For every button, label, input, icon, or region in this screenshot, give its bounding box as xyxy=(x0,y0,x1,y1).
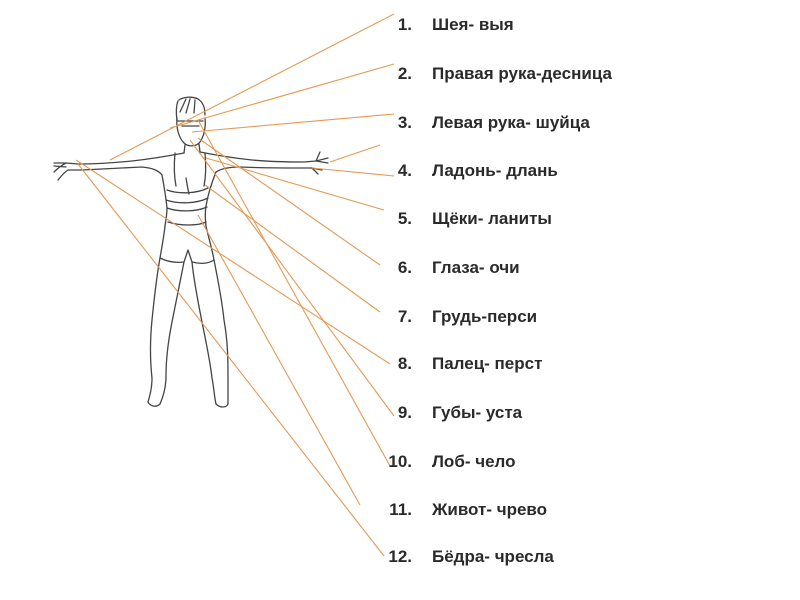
list-item: 7. Грудь-перси xyxy=(372,305,672,329)
item-text: Глаза- очи xyxy=(432,258,520,277)
connector-line xyxy=(77,163,385,557)
figure-left-hand xyxy=(311,151,329,175)
figure-neck xyxy=(183,143,201,154)
item-number: 3. xyxy=(397,113,412,132)
list-item: 10. Лоб- чело xyxy=(372,450,672,474)
item-number: 12. xyxy=(388,547,412,566)
item-text: Губы- уста xyxy=(432,403,523,422)
item-number: 11. xyxy=(389,500,412,519)
list-item: 12. Бёдра- чресла xyxy=(372,545,672,569)
list-item: 6. Глаза- очи xyxy=(372,256,672,280)
item-number: 6. xyxy=(397,258,412,277)
list-item: 5. Щёки- ланиты xyxy=(372,207,672,231)
figure-shorts xyxy=(159,221,215,264)
figure-top xyxy=(165,152,209,204)
connector-line xyxy=(197,119,391,467)
list-item: 8. Палец- перст xyxy=(372,352,672,376)
figure-right-arm xyxy=(65,152,185,165)
figure-torso-left xyxy=(204,171,217,227)
list-item: 2. Правая рука-десница xyxy=(372,62,672,86)
connector-line xyxy=(189,139,395,417)
connector-line xyxy=(311,167,395,177)
list-item: 3. Левая рука- шуйца xyxy=(372,111,672,135)
item-text: Палец- перст xyxy=(432,354,543,373)
list-item: 11. Живот- чрево xyxy=(372,498,672,522)
figure-hair xyxy=(175,96,206,121)
item-number: 1. xyxy=(397,15,412,34)
item-text: Правая рука-десница xyxy=(432,64,612,83)
item-text: Бёдра- чресла xyxy=(432,547,554,566)
item-number: 8. xyxy=(397,354,412,373)
connector-line xyxy=(197,137,381,266)
connector-line xyxy=(191,113,395,133)
figure-left-leg xyxy=(191,259,229,405)
figure-right-hand xyxy=(53,162,69,181)
connector-line xyxy=(197,214,361,506)
list-item: 9. Губы- уста xyxy=(372,401,672,425)
connector-lines xyxy=(75,13,395,557)
item-number: 7. xyxy=(397,307,412,326)
figure-left-arm xyxy=(199,151,317,163)
connector-line xyxy=(109,13,395,161)
item-text: Живот- чрево xyxy=(432,500,548,519)
item-text: Грудь-перси xyxy=(432,307,538,326)
item-number: 10. xyxy=(388,452,412,471)
figure-waistband xyxy=(166,206,208,212)
item-text: Ладонь- длань xyxy=(432,161,558,180)
item-text: Лоб- чело xyxy=(432,452,516,471)
connector-line xyxy=(329,144,381,163)
connector-line xyxy=(205,157,385,211)
item-text: Щёки- ланиты xyxy=(432,209,552,228)
item-number: 2. xyxy=(397,64,412,83)
item-text: Шея- выя xyxy=(432,15,514,34)
item-number: 9. xyxy=(397,403,412,422)
figure-feet xyxy=(147,401,229,408)
list-item: 1. Шея- выя xyxy=(372,13,672,37)
item-number: 4. xyxy=(397,161,412,180)
connector-line xyxy=(204,184,381,313)
connector-line xyxy=(169,63,395,129)
item-number: 5. xyxy=(397,209,412,228)
item-text: Левая рука- шуйца xyxy=(432,113,590,132)
list-item: 4. Ладонь- длань xyxy=(372,159,672,183)
connector-line xyxy=(75,159,391,365)
figure-right-arm-under xyxy=(67,166,163,176)
